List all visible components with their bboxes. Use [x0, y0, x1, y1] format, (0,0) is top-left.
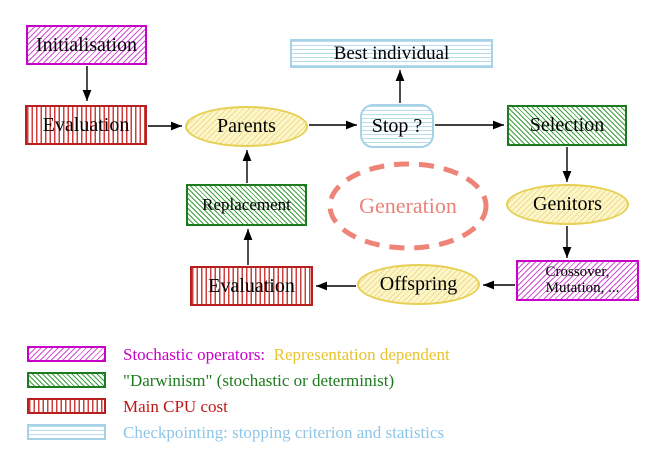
node-stop-label: Stop ? — [371, 114, 423, 137]
node-crossover-mutation: Crossover, Mutation, ... — [516, 260, 639, 301]
legend-row-stochastic: Stochastic operators: Representation dep… — [0, 345, 662, 364]
node-replacement-label: Replacement — [202, 195, 291, 215]
node-best-individual-label: Best individual — [333, 42, 450, 64]
node-evaluation-top-label: Evaluation — [42, 113, 130, 136]
legend-swatch-darwinism — [27, 372, 106, 388]
legend-label-darwinism: "Darwinism" (stochastic or determinist) — [123, 371, 395, 390]
legend-label-checkpointing: Checkpointing: stopping criterion and st… — [123, 423, 445, 442]
node-genitors: Genitors — [506, 184, 629, 225]
legend-swatch-stochastic — [27, 346, 106, 362]
legend-row-cpu-cost: Main CPU cost — [0, 397, 662, 416]
node-genitors-label: Genitors — [533, 193, 602, 215]
node-evaluation-top: Evaluation — [25, 105, 147, 145]
node-evaluation-bottom-label: Evaluation — [208, 274, 295, 297]
node-selection: Selection — [507, 105, 627, 146]
legend-row-checkpointing: Checkpointing: stopping criterion and st… — [0, 423, 662, 442]
node-initialisation-label: Initialisation — [35, 33, 138, 56]
node-offspring: Offspring — [357, 264, 480, 305]
legend-label-cpu-cost: Main CPU cost — [123, 397, 228, 416]
legend-label-stochastic: Stochastic operators: Representation dep… — [123, 345, 450, 364]
generation-label: Generation — [359, 193, 457, 218]
node-crossover-line1: Crossover, — [545, 263, 610, 280]
node-replacement: Replacement — [186, 184, 307, 226]
node-initialisation: Initialisation — [26, 25, 147, 65]
legend-swatch-cpu-cost — [27, 398, 106, 414]
node-evaluation-bottom: Evaluation — [190, 266, 313, 306]
legend-row-darwinism: "Darwinism" (stochastic or determinist) — [0, 371, 662, 390]
node-best-individual: Best individual — [290, 39, 493, 68]
node-crossover-line2: Mutation, ... — [545, 279, 620, 296]
node-parents: Parents — [185, 106, 308, 147]
node-stop: Stop ? — [360, 104, 434, 148]
node-offspring-label: Offspring — [379, 273, 458, 295]
node-parents-label: Parents — [217, 115, 276, 137]
node-selection-label: Selection — [529, 114, 605, 136]
legend-swatch-checkpointing — [27, 424, 106, 440]
legend-label-representation: Representation dependent — [273, 345, 450, 364]
